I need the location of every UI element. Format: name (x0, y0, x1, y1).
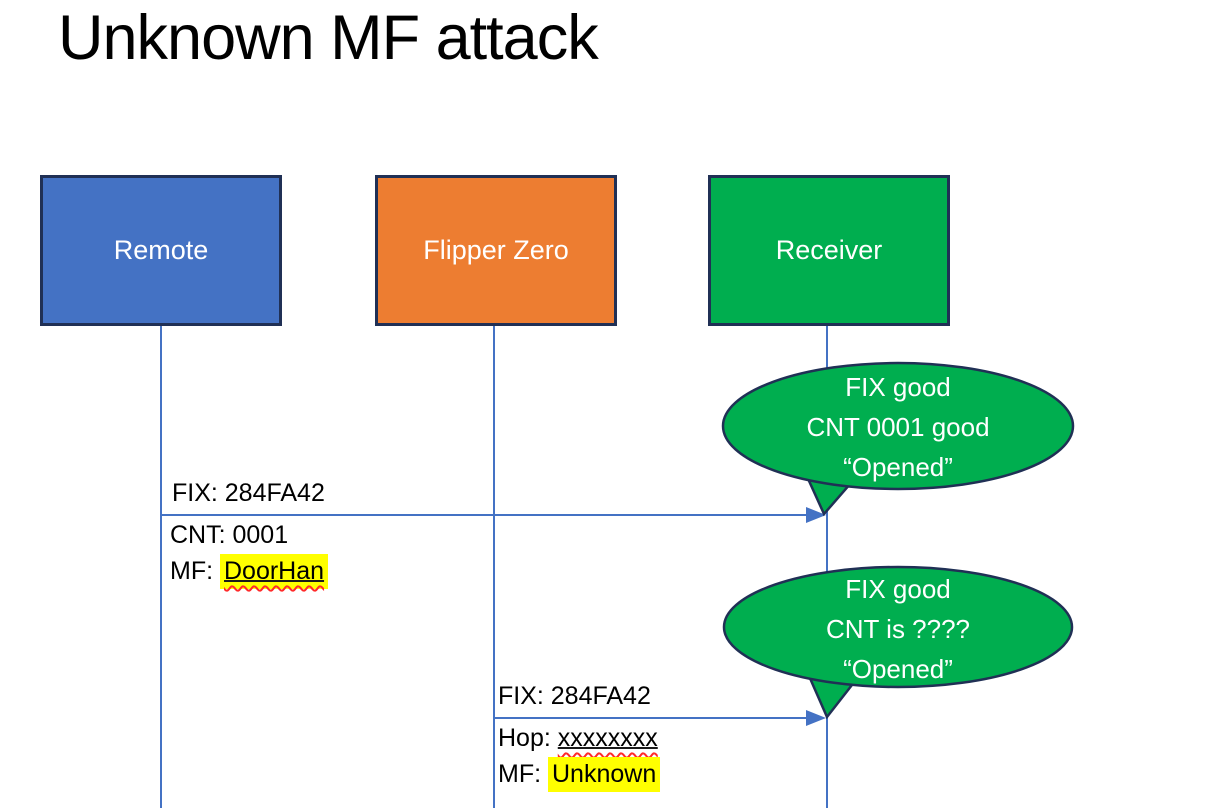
callout-line: “Opened” (843, 654, 953, 684)
actor-box-remote: Remote (40, 175, 282, 326)
message-2-label-fix: FIX: 284FA42 (498, 682, 651, 710)
highlighted-value: DoorHan (220, 554, 329, 589)
lifeline-receiver (826, 326, 828, 808)
label-value: 0001 (232, 521, 289, 549)
actor-label-flipper-zero: Flipper Zero (423, 235, 569, 265)
highlighted-value: Unknown (548, 757, 661, 792)
arrowhead-icon (806, 507, 826, 523)
callout-line: “Opened” (843, 452, 953, 482)
callout-bubble-1 (721, 361, 1075, 517)
message-1-arrow-line (161, 514, 807, 516)
message-1-label-cnt: CNT: 0001 (170, 521, 288, 550)
lifeline-flipper-zero (493, 326, 495, 808)
label-prefix: MF: (498, 760, 548, 788)
message-2-label-mf: MF: Unknown (498, 757, 661, 792)
callout-2-text: FIX good CNT is ???? “Opened” (748, 569, 1048, 689)
callout-bubble-2 (722, 565, 1074, 720)
callout-1-text: FIX good CNT 0001 good “Opened” (748, 367, 1048, 487)
label-prefix: MF: (170, 557, 220, 585)
callout-ellipse (722, 565, 1074, 689)
callout-line: CNT is ???? (825, 614, 971, 644)
actor-label-receiver: Receiver (775, 235, 883, 265)
actor-box-receiver: Receiver (708, 175, 950, 326)
label-prefix: Hop: (498, 724, 558, 752)
lifeline-remote (160, 326, 162, 808)
callout-line: FIX good (845, 372, 951, 402)
message-2-arrow-line (494, 717, 807, 719)
label-prefix: CNT: (170, 521, 233, 549)
underlined-value: xxxxxxxx (558, 724, 658, 752)
actor-label-remote: Remote (113, 235, 209, 265)
actor-box-flipper-zero: Flipper Zero (375, 175, 617, 326)
callout-ellipse (721, 361, 1075, 491)
label-value: Unknown (552, 760, 657, 788)
message-1-label-mf: MF: DoorHan (170, 554, 329, 589)
message-1-label-fix: FIX: 284FA42 (172, 479, 325, 507)
label-value: xxxxxxxx (557, 724, 658, 752)
callout-line: FIX good (845, 574, 951, 604)
slide-title: Unknown MF attack (58, 3, 599, 73)
arrowhead-icon (806, 710, 826, 726)
callout-line: CNT 0001 good (806, 412, 990, 442)
label-value: DoorHan (224, 557, 325, 585)
message-2-label-hop: Hop: xxxxxxxx (498, 724, 658, 753)
